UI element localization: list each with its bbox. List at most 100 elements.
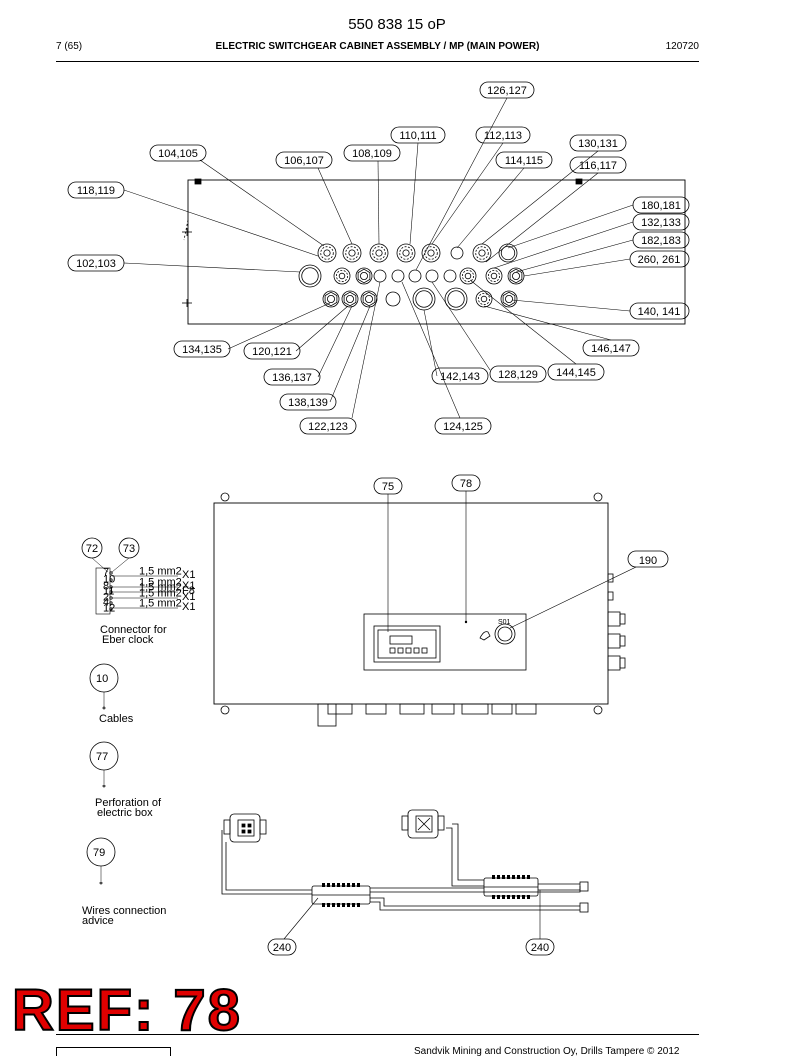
connector-terminal-label: X1: [182, 569, 195, 581]
sleeve-rib: [342, 903, 345, 907]
svg-text:77: 77: [96, 751, 108, 763]
svg-text:132,133: 132,133: [641, 217, 681, 229]
sleeve-rib: [522, 895, 525, 899]
callout-180-181: 180,181: [632, 196, 690, 214]
leader-line: [507, 204, 634, 249]
connector-pin: [109, 607, 113, 611]
gland-hole: [317, 243, 337, 263]
leader-line: [123, 262, 301, 273]
svg-text:118,119: 118,119: [77, 185, 115, 197]
svg-text:144,145: 144,145: [556, 367, 596, 379]
callout-240-left: 240: [267, 938, 297, 956]
leader-line: [469, 279, 577, 365]
svg-text:73: 73: [123, 543, 135, 555]
callout-72: 72: [81, 537, 103, 559]
svg-text:116,117: 116,117: [579, 160, 617, 172]
leader-line: [511, 299, 631, 312]
svg-text:142,143: 142,143: [440, 371, 480, 383]
leader-line: [199, 159, 325, 247]
gland-hole: [408, 269, 422, 283]
legend-perforation-line2: electric box: [97, 807, 153, 819]
gland-hole: [322, 290, 340, 308]
sleeve-rib: [502, 895, 505, 899]
sleeve-rib: [502, 875, 505, 879]
callout-126-127: 126,127: [479, 81, 535, 99]
svg-text:110,111: 110,111: [399, 130, 436, 142]
gland-hole: [391, 269, 405, 283]
gland-hole: [369, 243, 389, 263]
legend-cables: Cables: [99, 713, 134, 725]
gland-hole: [342, 243, 362, 263]
display-buttons: [389, 647, 428, 654]
gland-hole: [333, 267, 351, 285]
footer-rule: [56, 1034, 699, 1035]
callout-108-109: 108,109: [343, 144, 401, 162]
leader-line: [295, 305, 349, 352]
callout-142-143: 142,143: [431, 367, 489, 385]
callout-110-111: 110,111: [390, 126, 446, 144]
svg-text:114,115: 114,115: [505, 155, 543, 167]
gland-hole: [498, 243, 518, 263]
leader-line: [456, 167, 525, 249]
callout-182-183: 182,183: [632, 231, 690, 249]
svg-text:190: 190: [639, 555, 657, 567]
leader-line: [493, 221, 634, 269]
svg-text:10: 10: [96, 673, 108, 685]
gland-holes: [298, 243, 525, 311]
gland-hole: [450, 246, 464, 260]
gland-hole: [500, 290, 518, 308]
leader-line: [329, 305, 371, 403]
sleeve-rib: [352, 883, 355, 887]
svg-text:106,107: 106,107: [284, 155, 324, 167]
callout-132-133: 132,133: [632, 213, 690, 231]
splice-sleeve-right: [483, 875, 539, 899]
header-rule: [56, 61, 699, 62]
sleeve-rib: [322, 883, 325, 887]
connector-terminal-label: X1: [182, 591, 195, 603]
leader-line: [123, 189, 319, 257]
leader-line: [409, 142, 419, 245]
sleeve-rib: [332, 883, 335, 887]
top-callout-group: 126,127 110,111 112,113 130,131 104,105 …: [67, 81, 690, 435]
connector-wire-label: 1,5 mm2: [139, 598, 182, 610]
harness-connector-left: [223, 813, 267, 843]
callout-120-121: 120,121: [243, 342, 301, 360]
gland-hole: [459, 267, 477, 285]
leader-line: [431, 281, 491, 371]
harness-connector-right: [401, 809, 445, 839]
connector-caption-line1: Connector for: [100, 624, 167, 636]
gland-hole: [425, 269, 439, 283]
svg-text:104,105: 104,105: [158, 148, 198, 160]
document-number: 550 838 15 oP: [348, 16, 446, 33]
sleeve-rib: [347, 883, 350, 887]
callout-138-139: 138,139: [279, 393, 337, 411]
top-leader-lines: [123, 97, 634, 419]
callout-104-105: 104,105: [149, 144, 207, 162]
sleeve-rib: [327, 883, 330, 887]
svg-text:122,123: 122,123: [308, 421, 348, 433]
connector-pin-label: 7: [103, 567, 109, 579]
svg-text:102,103: 102,103: [76, 258, 116, 270]
gland-hole: [485, 267, 503, 285]
callout-130-131: 130,131: [569, 134, 627, 152]
connector-terminal-label: F8: [182, 585, 195, 597]
callout-146-147: 146,147: [582, 339, 640, 357]
connector-wire-label: 1,5 mm2: [139, 566, 182, 578]
gland-hole: [443, 269, 457, 283]
sleeve-rib: [512, 895, 515, 899]
connector-pin-label: 8: [103, 581, 109, 593]
sleeve-rib: [337, 903, 340, 907]
svg-text:240: 240: [531, 942, 549, 954]
svg-text:240: 240: [273, 942, 291, 954]
sleeve-rib: [342, 883, 345, 887]
svg-text:78: 78: [460, 478, 472, 490]
company-logo: [56, 1047, 171, 1056]
connector-pin-label: 2: [103, 592, 109, 604]
callout-190: 190: [627, 550, 669, 568]
callout-118-119: 118,119: [67, 181, 125, 199]
mid-callout-group: 75 78 190: [373, 474, 669, 632]
legend-wires-line2: advice: [82, 915, 114, 927]
callout-79: 79: [86, 837, 116, 867]
